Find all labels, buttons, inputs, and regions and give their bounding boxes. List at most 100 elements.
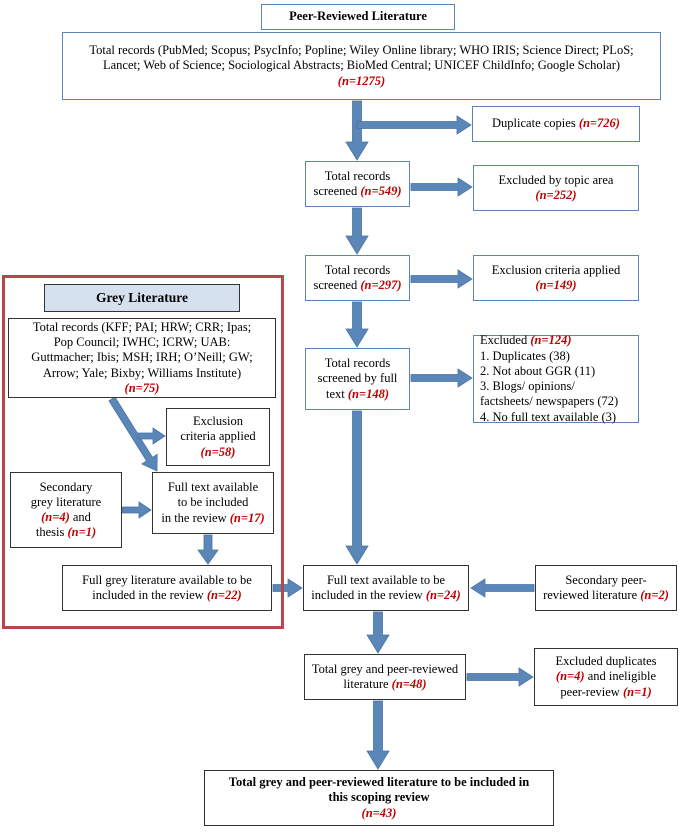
ineligible-peer-count: (n=1) (622, 684, 652, 699)
excluded-duplicates-line1: Excluded duplicates (555, 654, 657, 669)
duplicate-copies-count: (n=726) (578, 116, 620, 131)
total-grey-peer-line2: literature (343, 677, 392, 691)
duplicate-copies-box: Duplicate copies (n=726) (472, 106, 640, 142)
grey-total-records-line3: Guttmacher; Ibis; MSH; IRH; O’Neill; GW; (31, 350, 253, 365)
excluded-124-item: 4. No full text available (3) (480, 409, 617, 424)
fulltext-screened-count: (n=148) (347, 386, 390, 401)
secondary-grey-line2: grey literature (30, 494, 102, 509)
peer-total-records-count: (n=1275) (337, 73, 386, 88)
grey-exclusion-line1: Exclusion (193, 414, 243, 429)
grey-literature-title: Grey Literature (44, 284, 240, 312)
duplicate-copies-label: Duplicate copies (492, 116, 579, 131)
fulltext-available-line2: included in the review (311, 588, 426, 602)
arrow-grey-fulltext-to-full (197, 534, 219, 565)
grey-total-records-line1: Total records (KFF; PAI; HRW; CRR; Ipas; (32, 319, 252, 334)
total-grey-peer-line1: Total grey and peer-reviewed (311, 661, 459, 676)
total-screened-box: Total records screened (n=549) (305, 161, 410, 207)
excluded-topic-label: Excluded by topic area (498, 172, 614, 187)
total-screened-line2: screened (313, 184, 361, 198)
excluded-duplicates-count: (n=4) (555, 669, 585, 684)
fulltext-available-line1: Full text available to be (326, 572, 446, 587)
grey-exclusion-box: Exclusion criteria applied (n=58) (166, 408, 270, 466)
secondary-grey-line4: thesis (35, 525, 68, 540)
grey-fulltext-box: Full text available to be included in th… (152, 472, 274, 534)
excluded-topic-count: (n=252) (535, 188, 577, 202)
excluded-124-item: 1. Duplicates (38) (480, 348, 570, 363)
excluded-124-box: Excluded (n=124) 1. Duplicates (38) 2. N… (473, 333, 639, 424)
total-screened-count: (n=549) (360, 184, 402, 198)
secondary-peer-count: (n=2) (640, 588, 669, 602)
grey-literature-frame (2, 275, 284, 629)
total-screened-2-line2: screened (313, 278, 361, 292)
final-total-count: (n=43) (361, 805, 397, 820)
final-total-line1: Total grey and peer-reviewed literature … (228, 775, 530, 790)
final-total-line2: this scoping review (328, 790, 430, 805)
fulltext-screened-line1: Total records (324, 356, 391, 371)
excluded-topic-box: Excluded by topic area (n=252) (473, 165, 639, 211)
secondary-peer-line1: Secondary peer- (565, 572, 647, 587)
secondary-peer-line2: reviewed literature (543, 588, 641, 602)
secondary-grey-box: Secondary grey literature (n=4) and thes… (10, 472, 122, 548)
peer-total-records-line1: Total records (PubMed; Scopus; PsycInfo;… (89, 43, 634, 58)
exclusion-criteria-label: Exclusion criteria applied (491, 262, 621, 277)
grey-exclusion-line2: criteria applied (180, 429, 256, 444)
arrow-to-excluded-duplicates (466, 667, 534, 687)
total-grey-peer-box: Total grey and peer-reviewed literature … (304, 654, 466, 700)
arrow-to-excluded-124 (410, 368, 473, 388)
fulltext-screened-line2: screened by full (317, 371, 398, 386)
grey-total-records-line2: Pop Council; IWHC; ICRW; UAB: (53, 335, 231, 350)
secondary-grey-line1: Secondary (39, 479, 93, 494)
arrow-grey-to-exclusion (137, 427, 166, 445)
arrow-full-grey-to-available (272, 578, 303, 598)
arrow-total-to-final (366, 700, 390, 770)
excluded-duplicates-mid: and ineligible (584, 669, 657, 684)
excluded-124-count: (n=124) (530, 333, 572, 348)
fulltext-available-count: (n=24) (425, 588, 461, 602)
peer-total-records-line2: Lancet; Web of Science; Sociological Abs… (102, 58, 621, 73)
excluded-124-label: Excluded (480, 333, 531, 348)
grey-fulltext-count: (n=17) (229, 510, 265, 525)
thesis-count: (n=1) (67, 525, 97, 540)
grey-fulltext-line2: to be included (177, 495, 249, 510)
full-grey-line2: included in the review (92, 588, 207, 602)
full-grey-literature-box: Full grey literature available to be inc… (62, 565, 272, 611)
fulltext-available-box: Full text available to be included in th… (303, 565, 469, 611)
secondary-grey-mid: and (69, 510, 91, 524)
grey-total-records-count: (n=75) (124, 380, 160, 395)
total-screened-line1: Total records (324, 168, 391, 183)
arrow-secondary-peer-to-available (470, 578, 535, 598)
exclusion-criteria-count: (n=149) (535, 278, 577, 292)
excluded-124-item: factsheets/ newspapers (72) (480, 394, 619, 409)
peer-total-records-box: Total records (PubMed; Scopus; PsycInfo;… (62, 32, 661, 100)
fulltext-screened-line3: text (325, 386, 348, 401)
total-screened-2-box: Total records screened (n=297) (305, 255, 410, 301)
arrow-fulltext-to-available (345, 410, 369, 565)
arrow-available-to-total (366, 611, 390, 654)
full-grey-line1: Full grey literature available to be (82, 572, 252, 587)
grey-total-records-line4: Arrow; Yale; Bixby; Williams Institute) (42, 365, 242, 380)
excluded-124-item: 2. Not about GGR (11) (480, 363, 596, 378)
peer-reviewed-title: Peer-Reviewed Literature (261, 4, 455, 30)
fulltext-screened-box: Total records screened by full text (n=1… (305, 348, 410, 410)
arrow-records-to-screened (345, 100, 369, 161)
exclusion-criteria-box: Exclusion criteria applied (n=149) (473, 255, 639, 301)
excluded-duplicates-line3: peer-review (560, 684, 623, 699)
excluded-124-item: 3. Blogs/ opinions/ (480, 379, 575, 393)
grey-fulltext-line1: Full text available (167, 480, 259, 495)
total-screened-2-count: (n=297) (360, 278, 402, 292)
grey-fulltext-line3: in the review (161, 510, 230, 525)
full-grey-count: (n=22) (206, 588, 242, 602)
total-grey-peer-count: (n=48) (391, 677, 427, 691)
grey-total-records-box: Total records (KFF; PAI; HRW; CRR; Ipas;… (8, 318, 276, 398)
secondary-grey-count: (n=4) (41, 510, 70, 524)
final-total-box: Total grey and peer-reviewed literature … (204, 770, 554, 826)
total-screened-2-line1: Total records (324, 262, 391, 277)
arrow-to-exclusion-criteria (410, 269, 473, 289)
arrow-grey-records-to-fulltext (108, 396, 158, 472)
arrow-to-duplicates (356, 115, 472, 135)
grey-exclusion-count: (n=58) (200, 444, 236, 459)
arrow-screened2-to-fulltext (345, 301, 369, 348)
arrow-secondary-to-grey-fulltext (121, 501, 152, 519)
arrow-to-excluded-topic (410, 177, 473, 197)
